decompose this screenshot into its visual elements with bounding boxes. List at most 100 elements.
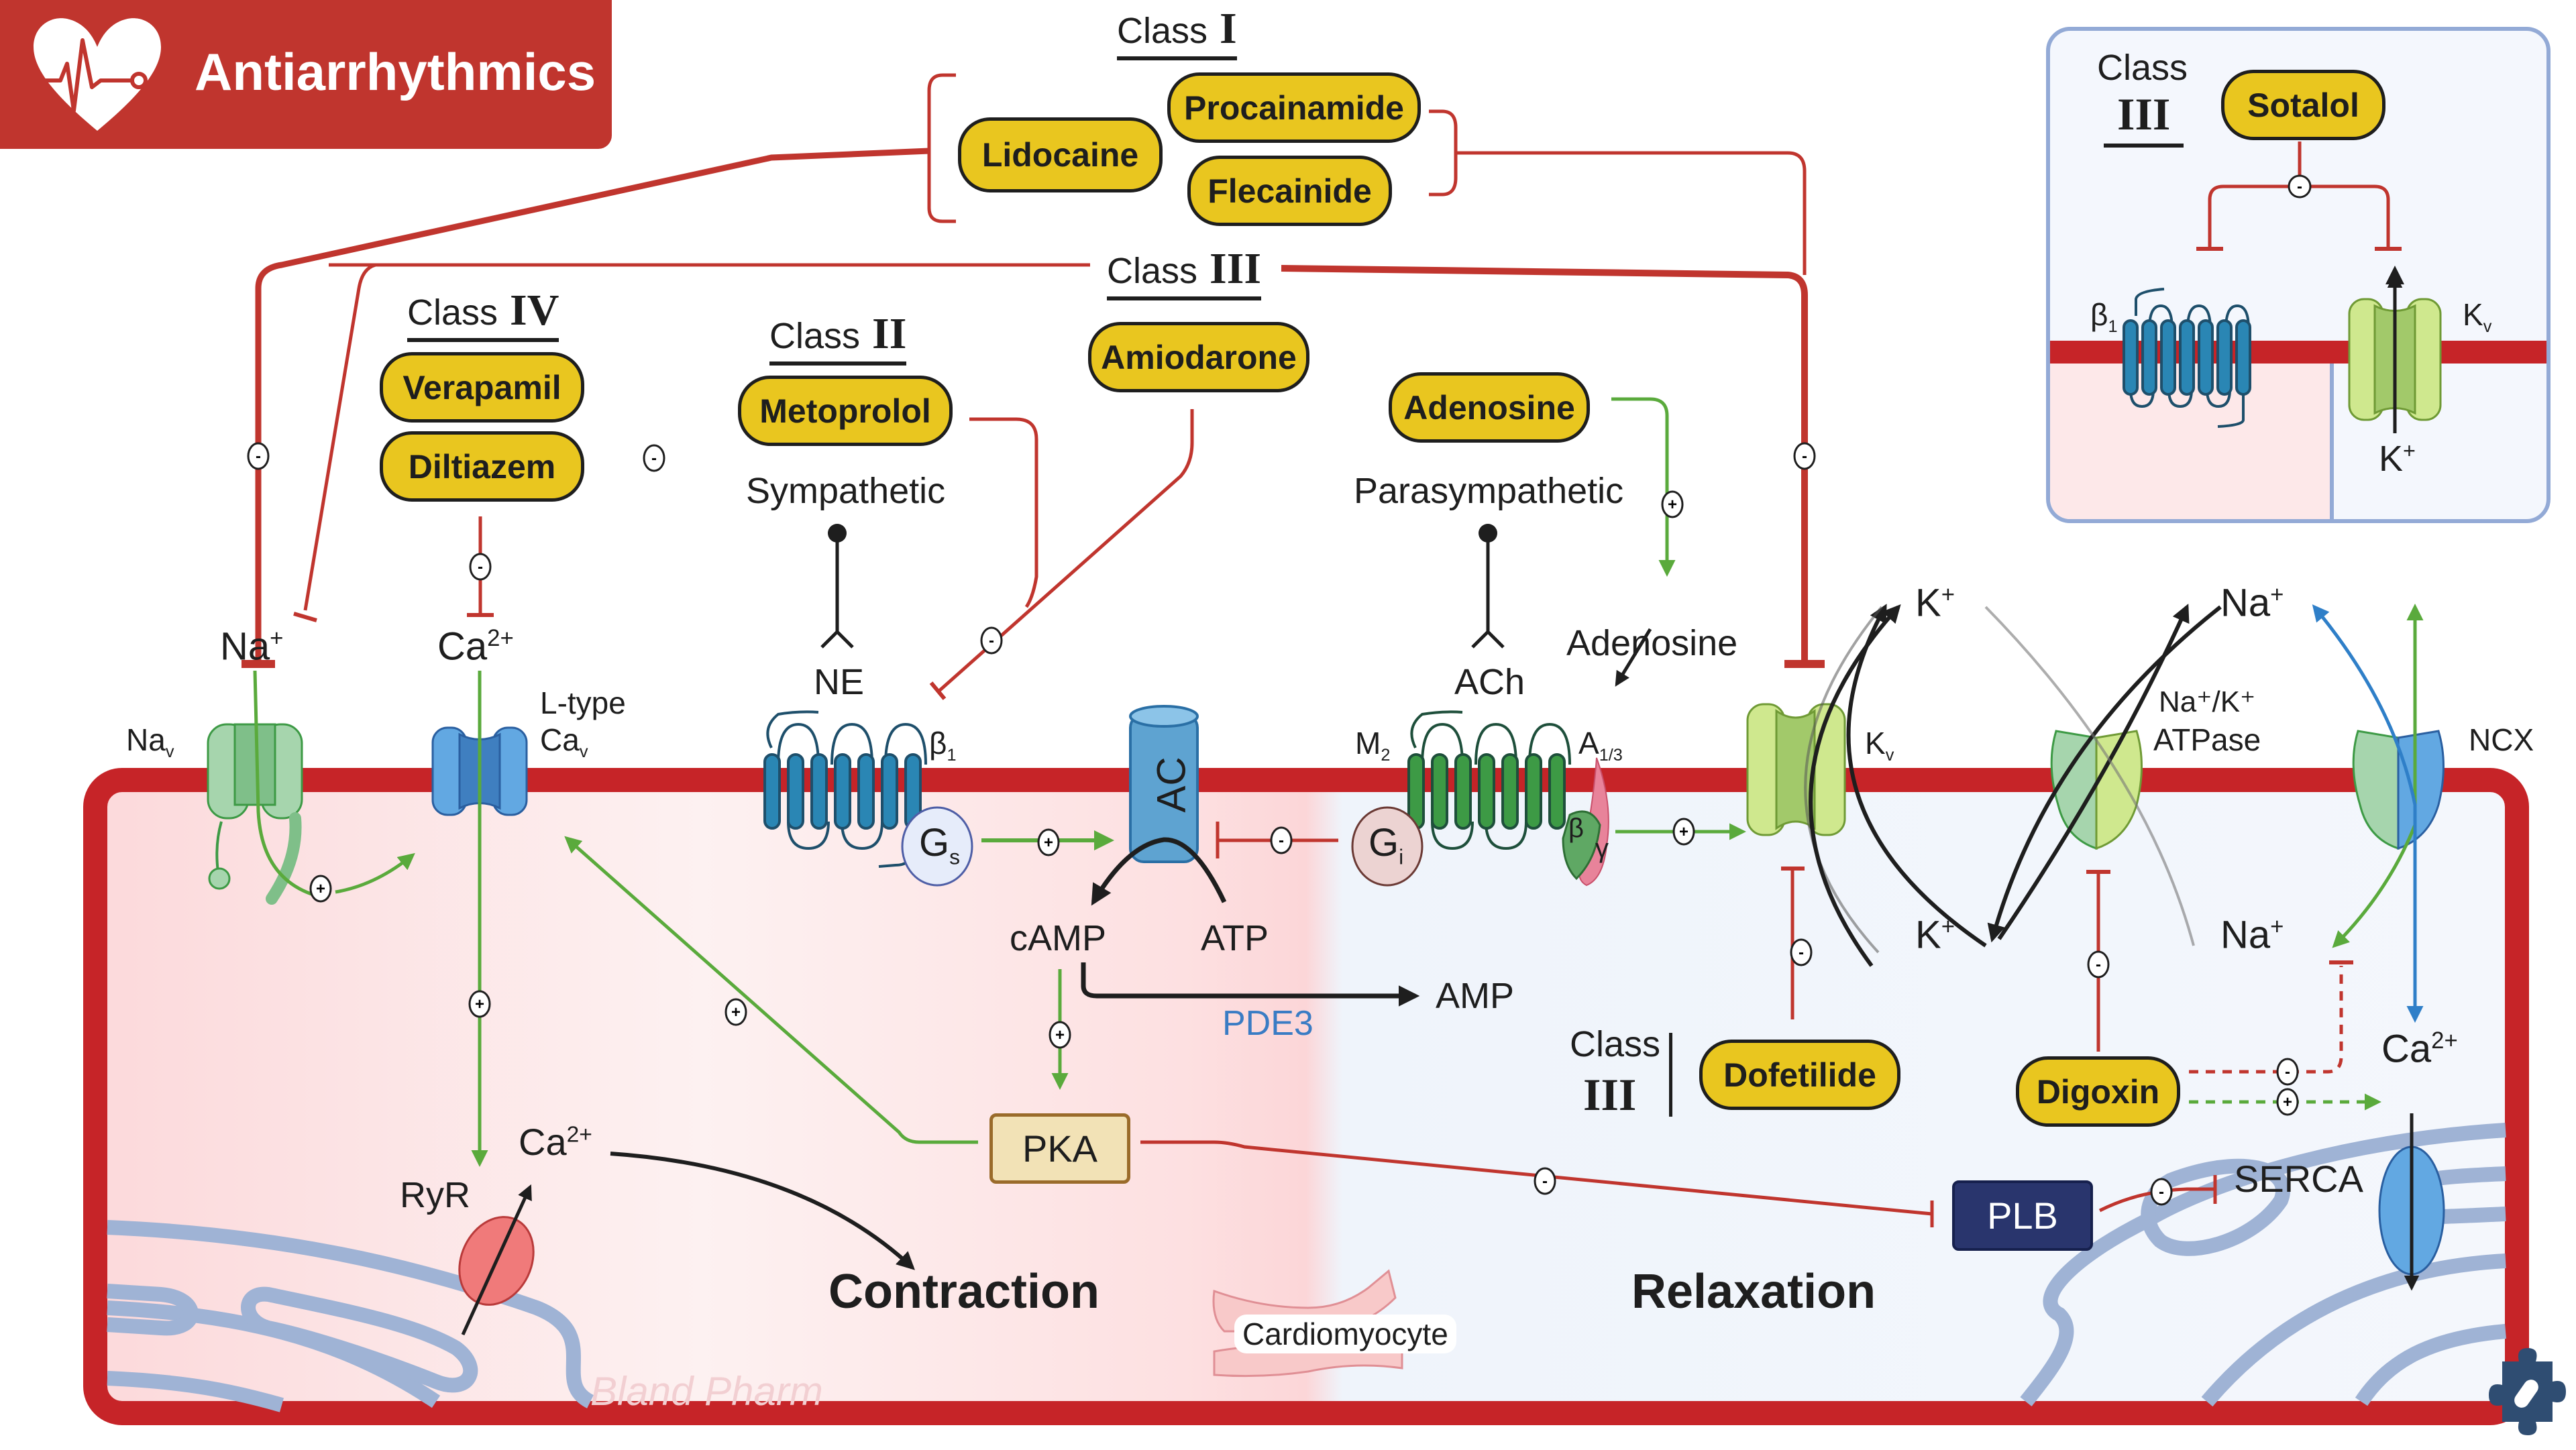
contraction-label: Contraction <box>828 1265 1099 1319</box>
na-ion-out-label: Na+ <box>2220 581 2284 625</box>
nav-label: Nav <box>126 722 174 762</box>
adenylyl-cyclase-icon <box>1129 705 1199 863</box>
ltype-inhibit-bar <box>293 612 317 622</box>
plb-to-serca-inhibit-line <box>2098 1187 2215 1213</box>
class-iii-dofetilide-word: Class <box>1570 1024 1661 1064</box>
page-title: Antiarrhythmics <box>195 42 596 101</box>
drug-sotalol[interactable]: Sotalol <box>2221 70 2385 140</box>
adenosine-ligand-label: Adenosine <box>1566 623 1738 663</box>
drug-flecainide[interactable]: Flecainide <box>1187 156 1392 226</box>
ltype-cav-channel-icon <box>431 726 528 816</box>
ncx-label: NCX <box>2469 722 2534 757</box>
puzzle-logo-icon <box>2489 1348 2566 1435</box>
nak-arc-faded <box>1984 606 2195 946</box>
nak-atpase-label-line2: ATPase <box>2153 722 2261 757</box>
class-iii-dofetilide-roman: III <box>1583 1069 1637 1120</box>
watermark: Bland Pharm <box>590 1369 823 1414</box>
adenosine-activate-line <box>1611 397 1676 577</box>
nak-atpase-label-line1: Na⁺/K⁺ <box>2159 685 2256 718</box>
ltype-label: L-type <box>540 685 626 720</box>
atp-label: ATP <box>1201 918 1269 958</box>
nav-to-cav-activate-line <box>335 852 415 894</box>
ac-label: AC <box>1148 757 1194 813</box>
beta1-inhibit-bar <box>929 681 947 700</box>
a13-label: A1/3 <box>1578 726 1623 765</box>
adenosine-to-a13-arrow <box>1615 628 1652 687</box>
class-i-bracket-right <box>1429 109 1458 197</box>
drug-diltiazem[interactable]: Diltiazem <box>380 431 584 502</box>
class-iii-to-ltype-line <box>303 263 376 611</box>
k-efflux-arrow <box>1846 604 1987 948</box>
pka-to-cav-activate-line <box>564 836 978 1144</box>
plb-box: PLB <box>1952 1180 2093 1251</box>
title-banner: Antiarrhythmics <box>0 0 612 149</box>
k-ion-in-label: K+ <box>1915 913 1955 957</box>
ncx-exchanger-icon <box>2352 730 2445 850</box>
pka-to-plb-inhibit-line <box>1140 1140 1933 1216</box>
nav-channel-icon <box>207 670 316 905</box>
class-divider <box>1669 1033 1672 1117</box>
class-i-to-nav-line <box>255 148 930 661</box>
relaxation-label: Relaxation <box>1631 1265 1876 1319</box>
na-efflux-arrow <box>1997 604 2190 940</box>
ne-label: NE <box>814 662 865 702</box>
gi-protein-icon <box>1351 806 1424 887</box>
camp-label: cAMP <box>1010 918 1107 958</box>
parasympathetic-label: Parasympathetic <box>1354 471 1624 511</box>
cardiomyocyte-label: Cardiomyocyte <box>1234 1315 1456 1353</box>
drug-lidocaine[interactable]: Lidocaine <box>958 117 1163 192</box>
amp-label: AMP <box>1436 976 1515 1016</box>
gs-protein-icon <box>901 806 973 887</box>
drug-adenosine[interactable]: Adenosine <box>1389 372 1590 443</box>
ca-ion-ncx-label: Ca2+ <box>2381 1027 2458 1071</box>
sympathetic-neuron-icon <box>820 524 854 649</box>
cell-cytoplasm <box>95 780 2517 1413</box>
ach-label: ACh <box>1454 662 1525 702</box>
sotalol-inset-panel: - Class III Sotalol β1 Kv K+ <box>2046 27 2551 523</box>
amiodarone-to-beta1-line <box>938 409 1194 692</box>
minus-sign-text: - <box>2297 178 2302 196</box>
pka-box: PKA <box>989 1113 1130 1184</box>
g-gamma-label: γ <box>1595 834 1609 863</box>
ca-to-contraction-arrow <box>610 1152 915 1270</box>
drug-verapamil[interactable]: Verapamil <box>380 352 584 423</box>
sympathetic-label: Sympathetic <box>746 471 946 511</box>
kv-channel-icon <box>1746 703 1846 836</box>
parasympathetic-neuron-icon <box>1471 524 1505 649</box>
camp-to-amp-arrow <box>1081 962 1420 1007</box>
drug-dofetilide[interactable]: Dofetilide <box>1699 1040 1900 1110</box>
drug-metoprolol[interactable]: Metoprolol <box>738 376 953 446</box>
k-ion-out-label: K+ <box>1915 581 1955 625</box>
na-ion-label: Na+ <box>220 624 284 669</box>
drug-amiodarone[interactable]: Amiodarone <box>1088 322 1309 392</box>
drug-procainamide[interactable]: Procainamide <box>1167 72 1421 143</box>
kv-k-arrow <box>1804 606 1883 954</box>
pde3-label: PDE3 <box>1222 1004 1313 1043</box>
gs-label: Gs <box>919 821 961 869</box>
ryr-label: RyR <box>400 1175 470 1215</box>
na-ion-in-label: Na+ <box>2220 913 2284 957</box>
kv-inset-label: Kv <box>2463 297 2492 337</box>
k-ion-inset-label: K+ <box>2379 439 2416 479</box>
beta1-inset-label: β1 <box>2090 297 2118 337</box>
class-iii-line-right <box>1281 265 1808 661</box>
heart-ecg-icon <box>34 18 161 131</box>
class-i-bracket-left <box>927 73 956 223</box>
cav-label: Cav <box>540 722 588 762</box>
m2-label: M2 <box>1355 726 1391 765</box>
ca-ion-ryr-label: Ca2+ <box>519 1121 592 1163</box>
g-beta-subunit-icon <box>1562 810 1601 881</box>
beta1-label: β1 <box>929 726 957 765</box>
kv-k-out-arrow <box>1809 604 1901 967</box>
k-efflux-inset-arrowhead <box>2385 266 2404 284</box>
ca-ion-label: Ca2+ <box>437 624 514 669</box>
g-beta-label: β <box>1568 814 1585 843</box>
minus-sign-badge <box>2288 174 2312 199</box>
ryr-channel-icon <box>458 1184 535 1336</box>
drug-digoxin[interactable]: Digoxin <box>2016 1056 2180 1127</box>
